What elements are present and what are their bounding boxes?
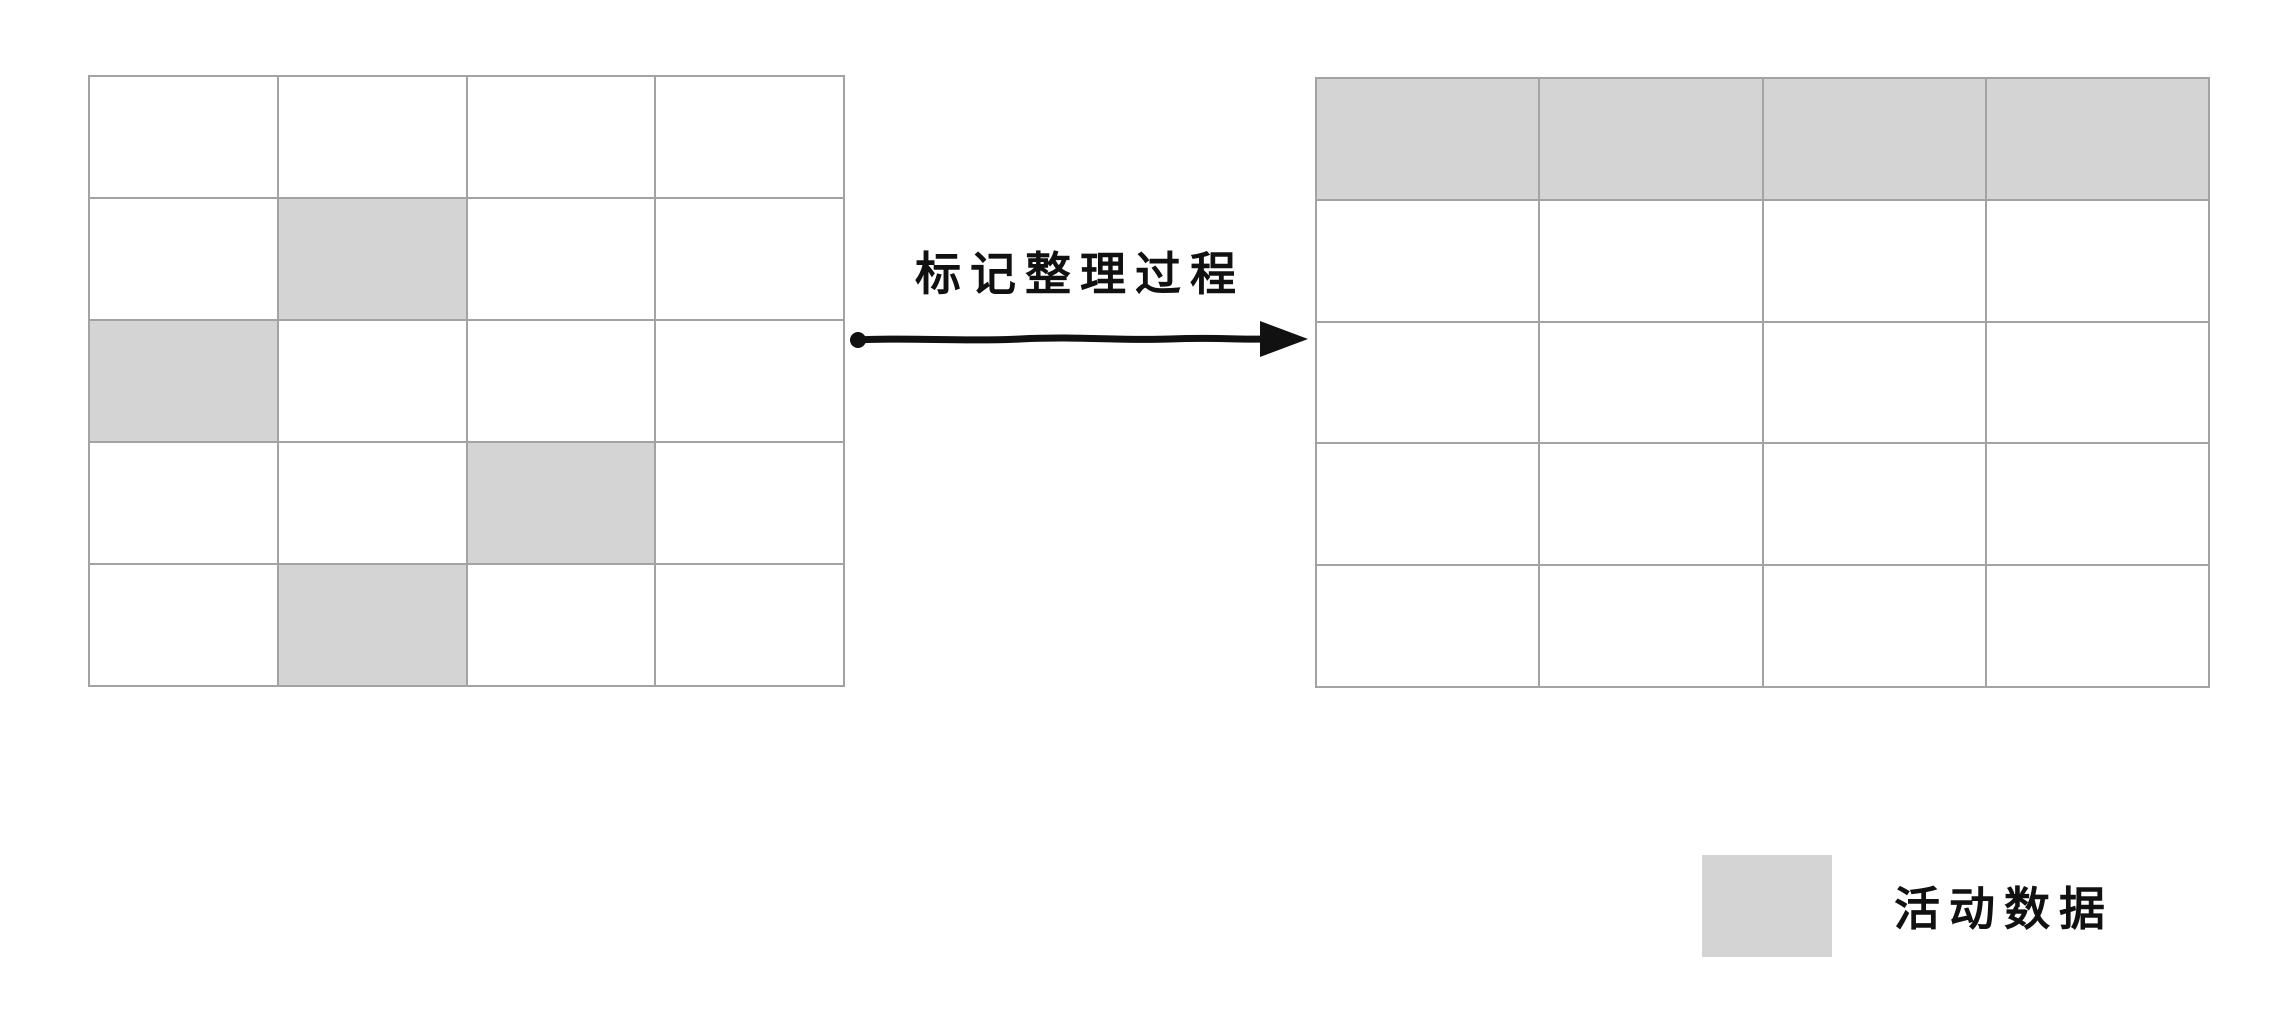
grid-cell [90, 77, 277, 197]
grid-cell [90, 199, 277, 319]
grid-cell [1317, 79, 1539, 199]
grid-cell [656, 565, 843, 685]
grid-cell [1986, 444, 2208, 565]
grid-cell [1763, 200, 1985, 321]
grid-cell [467, 199, 655, 319]
grid-cell [656, 77, 843, 197]
grid-cell [467, 77, 655, 197]
grid-cell [1540, 566, 1762, 686]
grid-cell [467, 321, 655, 441]
grid-cell [656, 443, 843, 563]
grid-cell [90, 565, 277, 685]
grid-cell [467, 565, 655, 685]
grid-cell [1317, 566, 1539, 686]
grid-cell [1317, 444, 1539, 565]
grid-cell [467, 443, 655, 563]
grid-cell [278, 443, 466, 563]
grid-cell [90, 443, 277, 563]
grid-cell [1540, 200, 1762, 321]
grid-cell [278, 199, 466, 319]
grid-cell [1763, 79, 1985, 199]
grid-cell [1540, 322, 1762, 443]
source-grid [88, 75, 845, 687]
grid-cell [278, 321, 466, 441]
grid-cell [1986, 322, 2208, 443]
result-grid [1315, 77, 2210, 688]
grid-cell [1763, 444, 1985, 565]
grid-cell [656, 199, 843, 319]
grid-cell [1540, 79, 1762, 199]
grid-cell [656, 321, 843, 441]
legend-swatch [1702, 855, 1832, 957]
grid-cell [1763, 322, 1985, 443]
grid-cell [90, 321, 277, 441]
process-label: 标记整理过程 [915, 247, 1245, 301]
grid-cell [1540, 444, 1762, 565]
grid-cell [1986, 79, 2208, 199]
legend: 活动数据 [1702, 855, 2114, 957]
grid-cell [1763, 566, 1985, 686]
grid-cell [1986, 566, 2208, 686]
grid-cell [278, 77, 466, 197]
right-arrow-icon [850, 321, 1308, 357]
grid-cell [278, 565, 466, 685]
grid-cell [1317, 322, 1539, 443]
grid-cell [1317, 200, 1539, 321]
grid-cell [1986, 200, 2208, 321]
legend-label: 活动数据 [1894, 882, 2114, 936]
